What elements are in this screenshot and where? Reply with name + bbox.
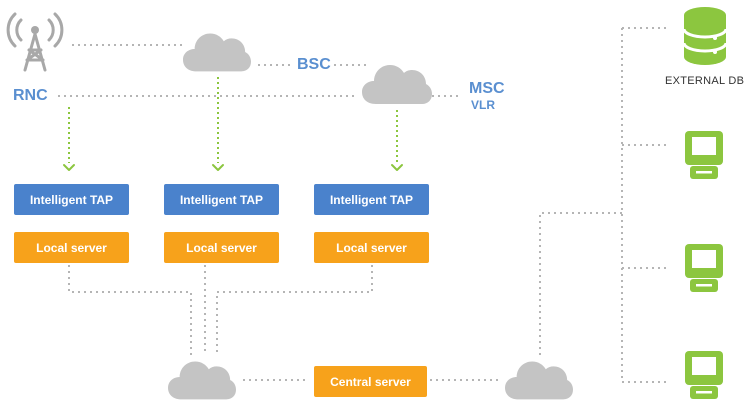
central-server-box: Central server [314,366,427,397]
vlr-label: VLR [471,98,495,112]
intelligent-tap-box: Intelligent TAP [164,184,279,215]
terminal-icon [685,131,723,179]
bsc-label: BSC [297,56,331,73]
intelligent-tap-box: Intelligent TAP [314,184,429,215]
terminal-icon [685,244,723,292]
external-db-label: EXTERNAL DB [665,75,745,87]
rnc-label: RNC [13,87,48,104]
cloud-icon [505,361,573,400]
cloud-icon [168,361,236,400]
local-server-box: Local server [164,232,279,263]
msc-label: MSC [469,80,505,97]
intelligent-tap-box: Intelligent TAP [14,184,129,215]
database-icon [682,7,728,65]
antenna-tower-icon [6,12,64,72]
cloud-icon [362,65,432,104]
local-server-box: Local server [14,232,129,263]
cloud-icon [183,33,251,72]
terminal-icon [685,351,723,399]
local-server-box: Local server [314,232,429,263]
